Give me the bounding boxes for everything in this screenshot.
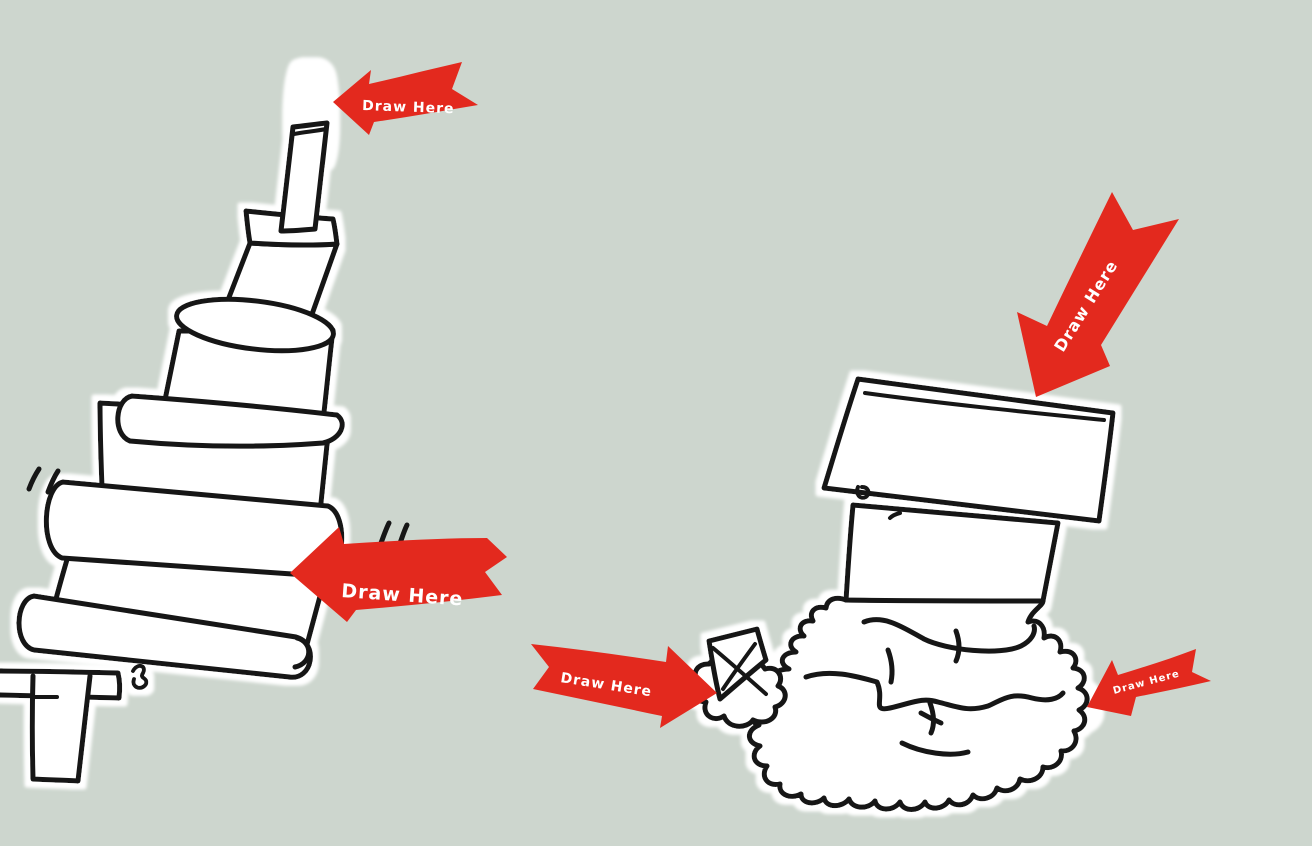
- arrow-shape: [531, 644, 717, 728]
- table-leg: [29, 673, 93, 784]
- melt-squiggle: [953, 628, 962, 664]
- motion-lines-left: [26, 466, 61, 495]
- draw-here-arrow-fallen-piece[interactable]: Draw Here: [531, 644, 717, 728]
- melt-squiggle: [899, 740, 971, 757]
- melt-squiggle: [885, 647, 895, 685]
- slab-dash: [888, 511, 902, 520]
- middle-slab: [843, 502, 1061, 604]
- tilting-cake: [16, 63, 345, 690]
- arrow-shape: [1087, 649, 1211, 716]
- melt-squiggle: [803, 670, 1066, 712]
- table: [0, 668, 123, 784]
- melt-squiggle: [918, 710, 944, 726]
- motion-tick: [26, 466, 42, 492]
- candle: [278, 120, 330, 234]
- cake-plate: [16, 593, 313, 680]
- cake-tier-3-band: [115, 393, 345, 449]
- arrow-shape: [290, 527, 507, 622]
- motion-tick: [45, 468, 61, 495]
- draw-here-arrow-cake-middle[interactable]: Draw Here: [290, 527, 507, 622]
- top-slab-notch-loop: [855, 485, 871, 500]
- collapsed-cake: [691, 376, 1116, 812]
- arrow-shape: [333, 62, 478, 135]
- plate-curl: [292, 635, 312, 670]
- slice-cross-line: [711, 646, 768, 696]
- motion-tick: [378, 520, 392, 546]
- melt-squiggle: [861, 617, 1037, 654]
- pivot-scribble: [131, 664, 149, 690]
- slice-cross-line: [721, 642, 757, 691]
- draw-here-label: Draw Here: [362, 98, 455, 117]
- draw-here-arrow-candle-flame[interactable]: Draw Here: [333, 62, 478, 135]
- arrow-shape: [1017, 192, 1179, 397]
- top-slab-face-line: [863, 391, 1106, 422]
- cake-tier-2-top: [174, 296, 336, 354]
- candle-rim-line: [292, 127, 328, 136]
